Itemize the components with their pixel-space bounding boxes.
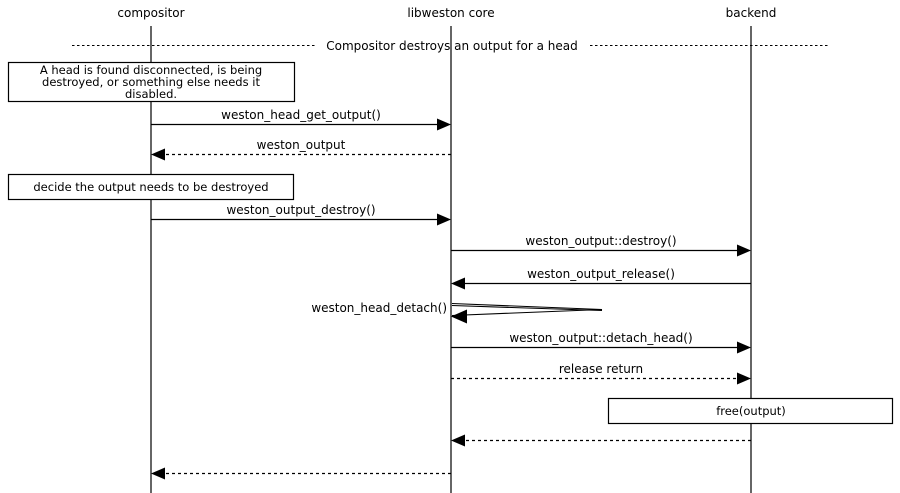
actor-header-compositor[interactable]: compositor xyxy=(117,6,184,20)
arrowhead-right-icon xyxy=(437,213,451,226)
note-decide-destroy: decide the output needs to be destroyed xyxy=(7,173,295,201)
note-head-disconnected-line-3: disabled. xyxy=(125,87,177,101)
message-weston-output-detach-head: weston_output::detach_head() xyxy=(451,331,751,354)
message-label-weston-output-destroy: weston_output_destroy() xyxy=(226,203,375,217)
note-decide-destroy-line-1: decide the output needs to be destroyed xyxy=(33,180,268,194)
message-weston-output-backend-destroy: weston_output::destroy() xyxy=(451,234,751,257)
message-label-weston-output-release: weston_output_release() xyxy=(527,267,675,281)
actor-label-backend: backend xyxy=(726,6,777,20)
arrowhead-left-icon xyxy=(151,148,165,161)
message-label-weston-head-get-output: weston_head_get_output() xyxy=(221,108,381,122)
message-label-weston-head-detach: weston_head_detach() xyxy=(311,301,447,315)
actor-header-libweston-core[interactable]: libweston core xyxy=(407,6,494,20)
arrowhead-left-icon xyxy=(451,277,465,290)
message-weston-head-get-output: weston_head_get_output() xyxy=(151,108,451,131)
message-backend-return xyxy=(451,434,751,447)
note-free-output: free(output) xyxy=(607,397,894,425)
message-release-return: release return xyxy=(451,362,751,385)
message-label-weston-output-return: weston_output xyxy=(257,138,346,152)
note-free-output-line-1: free(output) xyxy=(716,404,786,418)
message-weston-output-destroy: weston_output_destroy() xyxy=(151,203,451,226)
note-head-disconnected-line-2: destroyed, or something else needs it xyxy=(42,75,260,89)
selfcall-loop-weston-head-detach xyxy=(451,302,603,317)
arrowhead-left-icon xyxy=(451,309,467,324)
arrowhead-left-icon xyxy=(451,434,465,447)
arrowhead-right-icon xyxy=(737,341,751,354)
actor-label-libweston-core: libweston core xyxy=(407,6,494,20)
note-head-disconnected-box xyxy=(7,61,296,103)
note-head-disconnected: A head is found disconnected, is being d… xyxy=(7,61,296,103)
selfcall-loop-inner-weston-head-detach xyxy=(451,304,603,312)
arrowhead-right-icon xyxy=(437,118,451,131)
actor-header-backend[interactable]: backend xyxy=(726,6,777,20)
message-label-weston-output-backend-destroy: weston_output::destroy() xyxy=(525,234,676,248)
arrowhead-right-icon xyxy=(737,372,751,385)
actor-label-compositor: compositor xyxy=(117,6,184,20)
note-decide-destroy-box xyxy=(7,173,295,201)
arrowhead-right-icon xyxy=(737,244,751,257)
message-weston-head-detach: weston_head_detach() xyxy=(311,301,603,324)
arrowhead-left-icon xyxy=(151,467,165,480)
message-label-weston-output-detach-head: weston_output::detach_head() xyxy=(509,331,692,345)
message-weston-output-release: weston_output_release() xyxy=(451,267,751,290)
message-core-return xyxy=(151,467,451,480)
message-weston-output-return: weston_output xyxy=(151,138,451,161)
divider-title: Compositor destroys an output for a head xyxy=(326,39,578,53)
note-head-disconnected-line-1: A head is found disconnected, is being xyxy=(40,63,262,77)
note-free-output-box xyxy=(607,397,894,425)
message-label-release-return: release return xyxy=(559,362,643,376)
